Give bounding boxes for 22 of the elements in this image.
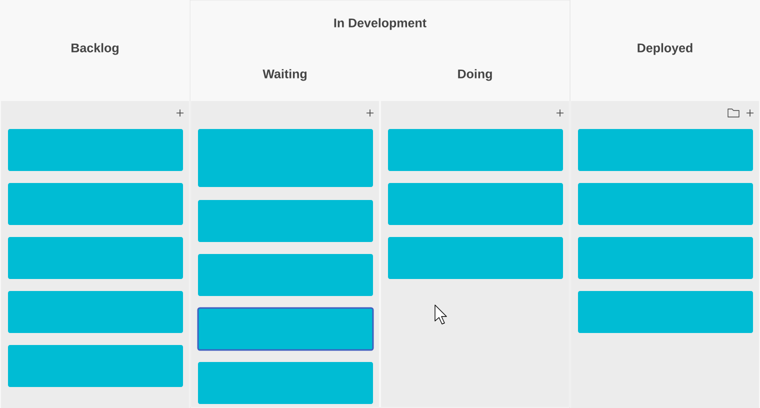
card: [8, 237, 183, 279]
card: [198, 362, 373, 404]
card: [198, 129, 373, 187]
card: [8, 345, 183, 387]
card: [8, 129, 183, 171]
card: [388, 183, 563, 225]
column-heading: Deployed: [638, 43, 692, 55]
card: [8, 183, 183, 225]
card: [578, 129, 753, 171]
column-heading: Backlog: [72, 43, 118, 55]
card: [578, 183, 753, 225]
card: [198, 200, 373, 242]
column-heading: Doing: [458, 69, 492, 81]
card: [388, 129, 563, 171]
card: [578, 291, 753, 333]
column-heading: Waiting: [262, 69, 307, 81]
card: [388, 237, 563, 279]
card: [197, 307, 374, 351]
card: [198, 254, 373, 296]
column-heading: In Development: [334, 18, 426, 30]
card: [8, 291, 183, 333]
card: [578, 237, 753, 279]
